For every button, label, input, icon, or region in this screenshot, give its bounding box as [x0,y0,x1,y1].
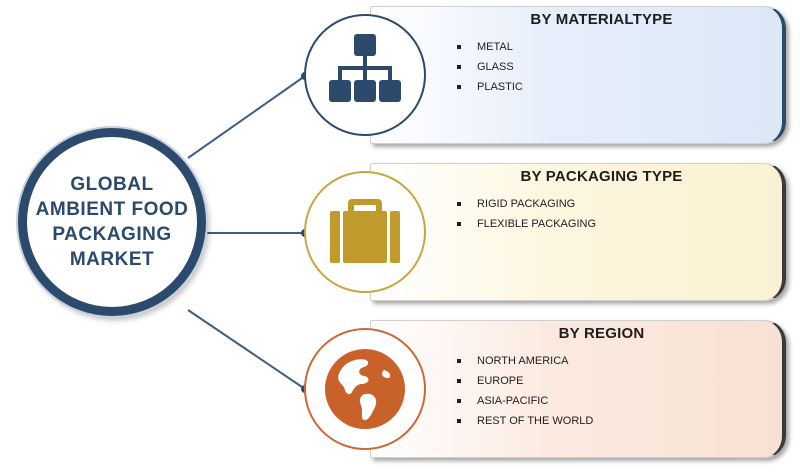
list-item: METAL [455,37,523,57]
list-item: ASIA-PACIFIC [455,391,593,411]
segment-title: BY PACKAGING TYPE [520,168,683,185]
packaging-icon-circle [304,171,426,293]
briefcase-icon [330,199,400,263]
list-item: NORTH AMERICA [455,351,593,371]
segment-title: BY MATERIALTYPE [530,11,673,28]
market-hub-circle: GLOBAL AMBIENT FOOD PACKAGING MARKET [18,128,206,316]
region-icon-circle [304,328,426,450]
segment-list: NORTH AMERICA EUROPE ASIA-PACIFIC REST O… [455,351,593,431]
segment-panel-region: BY REGION NORTH AMERICA EUROPE ASIA-PACI… [370,320,786,458]
list-item: EUROPE [455,371,593,391]
connector-line-region [187,309,306,390]
segment-list: RIGID PACKAGING FLEXIBLE PACKAGING [455,194,596,234]
segment-list: METAL GLASS PLASTIC [455,37,523,97]
list-item: REST OF THE WORLD [455,411,593,431]
list-item: PLASTIC [455,77,523,97]
list-item: FLEXIBLE PACKAGING [455,214,596,234]
connector-line-material [187,75,306,159]
list-item: GLASS [455,57,523,77]
hierarchy-icon [329,34,401,102]
segment-panel-material-type: BY MATERIALTYPE METAL GLASS PLASTIC [370,6,786,144]
segment-title: BY REGION [558,325,645,342]
hub-title: GLOBAL AMBIENT FOOD PACKAGING MARKET [35,174,189,270]
material-icon-circle [304,14,426,136]
list-item: RIGID PACKAGING [455,194,596,214]
globe-icon [325,349,405,429]
segment-panel-packaging-type: BY PACKAGING TYPE RIGID PACKAGING FLEXIB… [370,163,786,301]
